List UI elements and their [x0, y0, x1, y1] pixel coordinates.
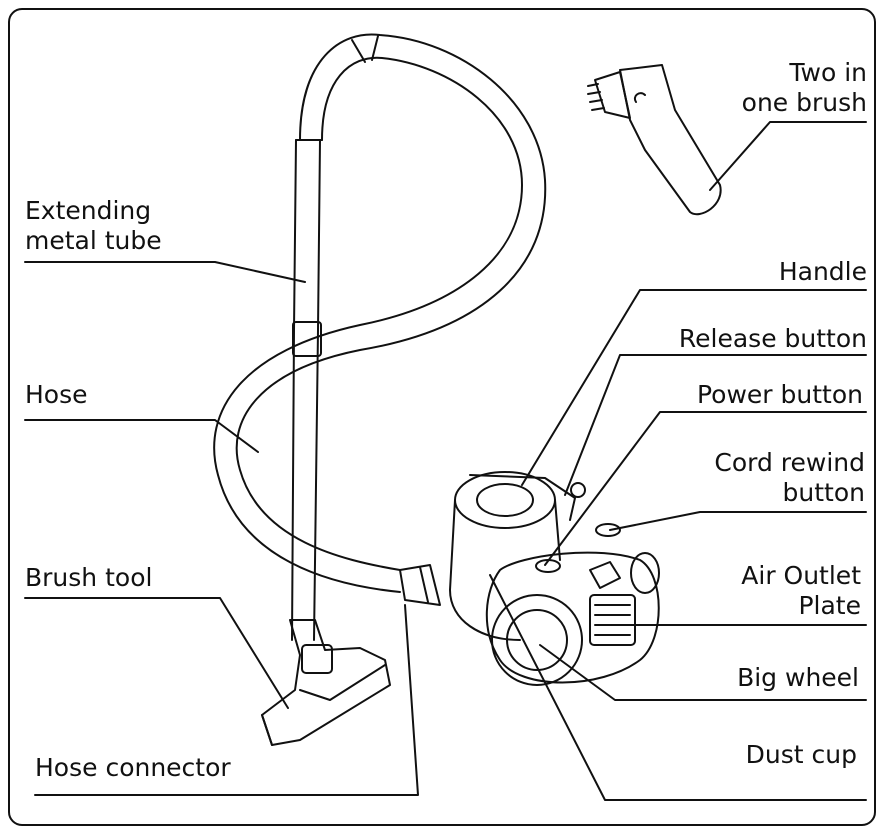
label-hose-connector: Hose connector	[35, 753, 231, 782]
label-cord-rewind-button: Cord rewind button	[714, 448, 865, 508]
metal-tube-drawing	[291, 139, 323, 641]
label-line: Two in	[789, 58, 867, 87]
label-two-in-one-brush: Two in one brush	[742, 58, 867, 118]
label-line: button	[782, 478, 865, 507]
label-line: Plate	[798, 591, 861, 620]
label-release-button: Release button	[678, 324, 867, 353]
label-hose: Hose	[25, 380, 88, 409]
label-line: one brush	[741, 88, 867, 117]
label-dust-cup: Dust cup	[745, 740, 857, 769]
label-extending-metal-tube: Extending metal tube	[25, 196, 162, 256]
hose-drawing	[213, 33, 547, 593]
label-line: Air Outlet	[741, 561, 861, 590]
label-handle: Handle	[778, 257, 867, 286]
label-line: Extending	[25, 196, 152, 225]
label-big-wheel: Big wheel	[737, 663, 859, 692]
two-in-one-brush-drawing	[587, 64, 722, 215]
leader-lines	[24, 121, 867, 801]
label-power-button: Power button	[697, 380, 863, 409]
vacuum-body-drawing	[399, 471, 660, 686]
diagram-border	[8, 8, 876, 826]
label-line: metal tube	[25, 226, 162, 255]
brush-tool-drawing	[261, 619, 391, 746]
label-air-outlet-plate: Air Outlet Plate	[741, 561, 861, 621]
label-line: Cord rewind	[714, 448, 865, 477]
label-brush-tool: Brush tool	[25, 563, 153, 592]
